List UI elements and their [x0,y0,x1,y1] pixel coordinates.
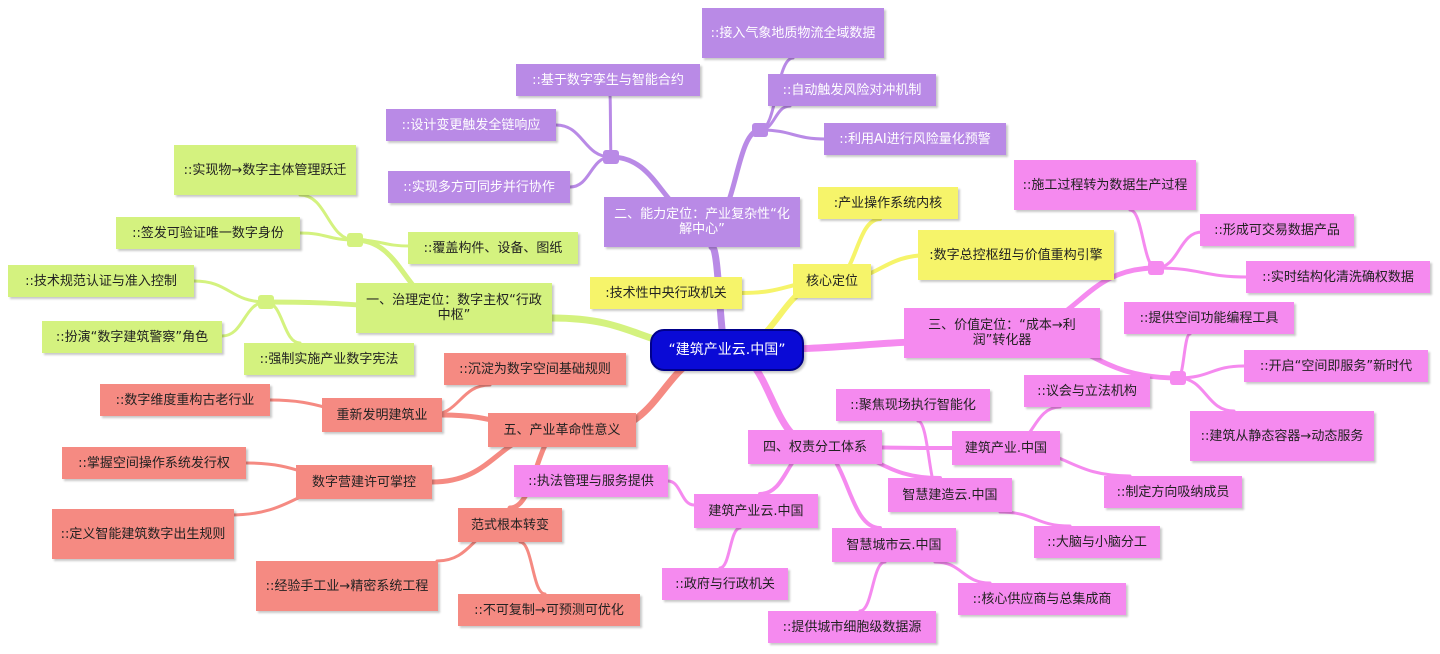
governance-constitution[interactable]: ::强制实施产业数字宪法 [244,343,414,375]
value-tradable[interactable]: ::形成可交易数据产品 [1200,214,1354,246]
governance-police[interactable]: ::扮演“数字建筑警察”角色 [42,321,222,353]
hub-governance-left [258,295,274,309]
revolution-os-right[interactable]: ::掌握空间操作系统发行权 [62,447,246,479]
connector [666,479,696,507]
revolution-node[interactable]: 五、产业革命性意义 [488,413,636,447]
revolution-permit[interactable]: 数字营建许可掌控 [296,465,432,499]
connector [933,560,992,585]
roles-industry-cloud[interactable]: 建筑产业云.中国 [694,494,818,528]
capability-parallel[interactable]: ::实现多方可同步并行协作 [388,171,570,203]
capability-digital-twin[interactable]: ::基于数字孪生与智能合约 [516,64,700,96]
capability-design-change[interactable]: ::设计变更触发全链响应 [386,109,556,141]
revolution-reinvent[interactable]: 重新发明建筑业 [322,398,442,432]
revolution-paradigm[interactable]: 范式根本转变 [458,508,562,542]
roles-brain[interactable]: ::大脑与小脑分工 [1034,526,1160,558]
roles-cell-data[interactable]: ::提供城市细胞级数据源 [768,611,936,643]
revolution-birth-rules[interactable]: ::定义智能建筑数字出生规则 [52,509,234,559]
center-node[interactable]: “建筑产业云.中国” [650,329,804,371]
value-dynamic[interactable]: ::建筑从静态容器→动态服务 [1190,411,1374,461]
hub-capability-left [603,150,619,164]
connector [858,560,887,613]
hub-value-top [1148,261,1164,275]
connector [1176,376,1236,413]
governance-identity[interactable]: ::签发可验证唯一数字身份 [116,217,300,249]
value-node[interactable]: 三、价值定位：“成本→利润”转化器 [904,308,1100,358]
capability-data-access[interactable]: ::接入气象地质物流全域数据 [702,8,884,58]
roles-smart-build[interactable]: 智慧建造云.中国 [888,478,1012,512]
roles-direction[interactable]: ::制定方向吸纳成员 [1104,476,1242,508]
connector [608,94,613,159]
governance-certification[interactable]: ::技术规范认证与准入控制 [8,265,194,297]
value-space-service[interactable]: ::开启“空间即服务”新时代 [1244,350,1428,382]
roles-node[interactable]: 四、权责分工体系 [748,430,882,464]
value-cleaning[interactable]: ::实时结构化清洗确权数据 [1246,261,1430,293]
core-central-agency[interactable]: :技术性中央行政机关 [590,277,742,309]
roles-government[interactable]: ::政府与行政机关 [662,568,788,600]
roles-enforcement[interactable]: ::执法管理与服务提供 [514,465,668,497]
capability-hedge[interactable]: ::自动触发风险对冲机制 [768,74,936,106]
governance-transition[interactable]: ::实现物→数字主体管理跃迁 [174,145,356,195]
revolution-space-rules[interactable]: ::沉淀为数字空间基础规则 [444,353,626,385]
roles-industry-cn[interactable]: 建筑产业.中国 [952,431,1060,465]
roles-smart-city[interactable]: 智慧城市云.中国 [832,528,956,562]
connector [1128,208,1158,270]
connector [1176,364,1246,380]
connector [192,279,268,304]
value-process-data[interactable]: ::施工过程转为数据生产过程 [1014,160,1196,210]
revolution-handcraft[interactable]: ::经验手工业→精密系统工程 [256,561,438,611]
connector [518,540,547,596]
governance-cover[interactable]: ::覆盖构件、设备、图纸 [408,232,578,264]
connector [1154,266,1250,279]
core-control-hub[interactable]: :数字总控枢纽与价值重构引擎 [918,230,1114,280]
connector [758,128,828,141]
roles-legislature[interactable]: ::议会与立法机构 [1024,375,1150,407]
value-space-tool[interactable]: ::提供空间功能编程工具 [1124,302,1294,334]
roles-field-exec[interactable]: ::聚焦现场执行智能化 [836,389,990,421]
revolution-predictable[interactable]: ::不可复制→可预测可优化 [458,594,640,626]
hub-capability-top [752,123,768,137]
connector [998,510,1072,528]
capability-ai-warning[interactable]: ::利用AI进行风险量化预警 [824,123,1006,155]
hub-governance-top [347,233,363,247]
connector [718,526,742,570]
core-node[interactable]: 核心定位 [793,264,871,298]
hub-value-bottom [1170,371,1186,385]
roles-integrator[interactable]: ::核心供应商与总集成商 [958,583,1126,615]
core-os-kernel[interactable]: :产业操作系统内核 [818,187,958,219]
revolution-reconstruct[interactable]: ::数字维度重构古老行业 [100,384,270,416]
capability-node[interactable]: 二、能力定位：产业复杂性“化解中心” [604,197,800,247]
governance-node[interactable]: 一、治理定位：数字主权“行政中枢” [356,283,552,333]
